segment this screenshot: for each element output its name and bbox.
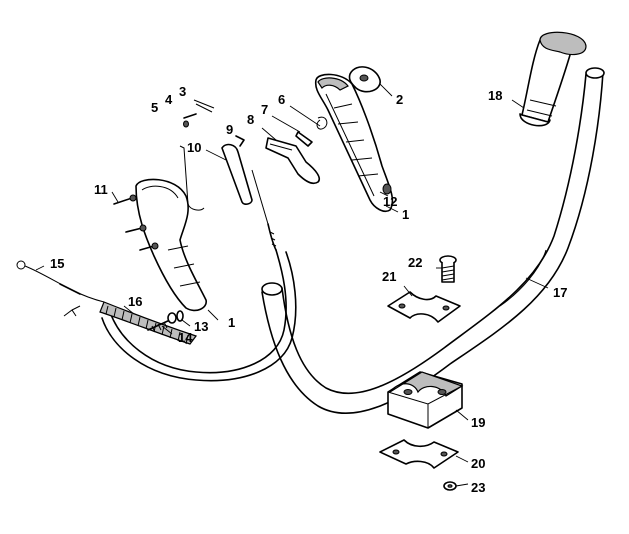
throttle-cable	[101, 169, 297, 382]
grip	[519, 31, 587, 127]
handle-housing-left	[135, 178, 207, 312]
nut	[443, 481, 457, 491]
label-part-15: 15	[50, 256, 64, 271]
label-part-4: 4	[165, 92, 173, 107]
label-part-3: 3	[179, 84, 186, 99]
label-part-5: 5	[151, 100, 158, 115]
label-part-16: 16	[128, 294, 142, 309]
label-part-8: 8	[247, 112, 254, 127]
clamp-block	[387, 371, 464, 429]
clamp-plate-upper	[387, 291, 461, 323]
label-part-13: 13	[194, 319, 208, 334]
label-part-2: 2	[396, 92, 403, 107]
handlebar-tube	[261, 67, 605, 414]
label-part-23: 23	[471, 480, 485, 495]
bolt	[439, 255, 457, 283]
label-part-7: 7	[261, 102, 268, 117]
label-part-10: 10	[187, 140, 201, 155]
leader-lines	[35, 83, 549, 487]
interlock-lever	[221, 143, 253, 205]
handle-housing-right	[314, 73, 394, 213]
label-part-18: 18	[488, 88, 502, 103]
washer	[176, 310, 184, 322]
label-part-14: 14	[178, 330, 193, 345]
label-part-11: 11	[94, 182, 108, 197]
screw-14	[147, 312, 177, 333]
label-part-17: 17	[553, 285, 567, 300]
label-part-9: 9	[226, 122, 233, 137]
label-part-6: 6	[278, 92, 285, 107]
label-part-19: 19	[471, 415, 485, 430]
label-part-1-left: 1	[228, 315, 235, 330]
throttle-trigger	[265, 137, 321, 185]
label-part-12: 12	[383, 194, 397, 209]
pin-set	[179, 99, 215, 211]
part-labels: 2 3 4 5 6 7 8 9 10 11 12 1 15 16 13 1 14…	[50, 84, 567, 495]
label-part-22: 22	[408, 255, 422, 270]
label-part-20: 20	[471, 456, 485, 471]
label-part-1-right: 1	[402, 207, 409, 222]
small-lever	[235, 135, 245, 147]
stop-wire	[16, 260, 105, 317]
cap-knob	[348, 66, 381, 93]
spring-clip	[295, 131, 313, 147]
small-plug	[382, 183, 392, 195]
label-part-21: 21	[382, 269, 396, 284]
screws-11	[113, 194, 159, 251]
clamp-plate-lower	[379, 439, 459, 469]
torsion-spring	[316, 116, 328, 130]
